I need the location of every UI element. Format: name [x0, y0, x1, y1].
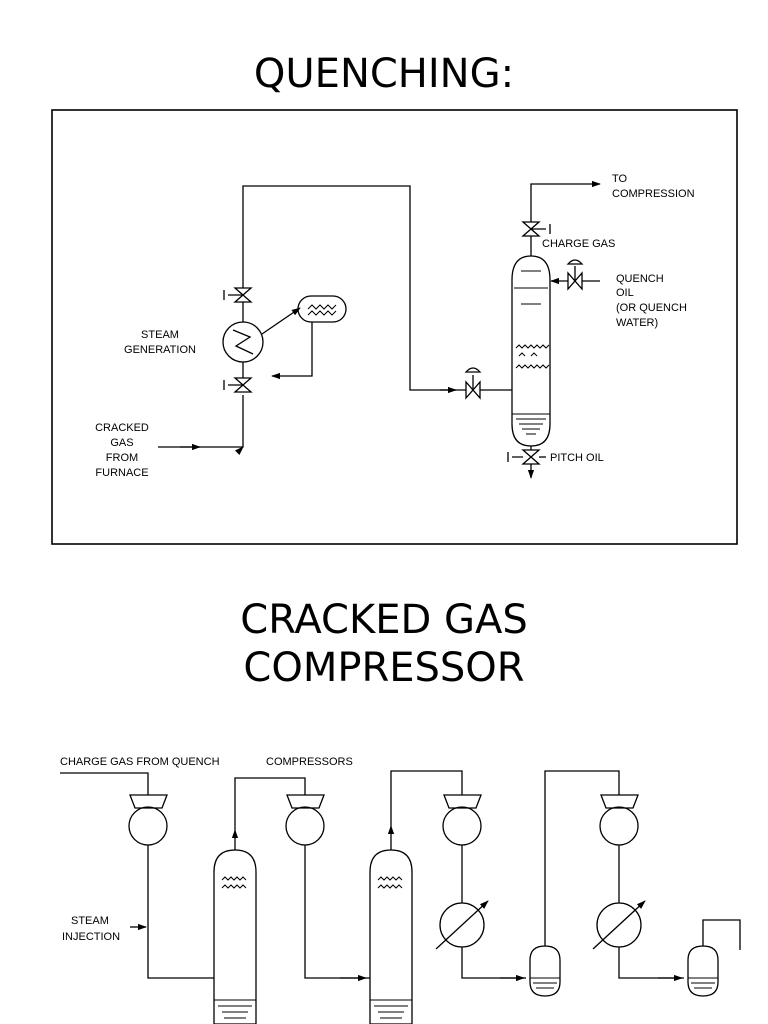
knockout-drum-1-icon — [529, 945, 561, 997]
interstage-drum-2-icon — [369, 849, 413, 1024]
quench-tower-icon — [511, 255, 551, 447]
quench-oil-label-3: (OR QUENCH — [616, 302, 687, 314]
cracked-gas-label-4: FURNACE — [95, 467, 148, 479]
compressors-label: COMPRESSORS — [266, 756, 353, 768]
stage-1-discharge-line — [147, 845, 214, 979]
cracked-gas-label-2: GAS — [110, 437, 133, 449]
quench-oil-label-2: OIL — [616, 287, 634, 299]
to-compression-label-1: TO — [612, 173, 628, 185]
cooler-2-outlet-line — [618, 947, 684, 979]
to-compression-line — [530, 180, 601, 222]
tower-inlet-valve-icon — [464, 367, 482, 400]
steam-generation-label-1: STEAM — [141, 329, 179, 341]
compressor-3-icon — [442, 794, 482, 846]
knockout-drum-2-icon — [687, 945, 719, 997]
pitch-oil-label: PITCH OIL — [550, 452, 604, 464]
cooler-2-icon — [592, 900, 646, 950]
steam-drum-icon — [297, 295, 347, 323]
compressor-2-icon — [285, 794, 325, 846]
steam-riser-line — [261, 307, 301, 335]
stage-2-discharge-line — [304, 845, 370, 979]
compressor-title-line2: COMPRESSOR — [243, 645, 525, 684]
overhead-valve-icon — [521, 221, 551, 237]
quench-oil-label-4: WATER) — [616, 317, 658, 329]
drum-2-to-compressor-3-line — [390, 770, 463, 826]
quenching-title: QUENCHING: — [253, 51, 515, 97]
cooler-1-icon — [435, 900, 489, 950]
to-compression-label-2: COMPRESSION — [612, 188, 695, 200]
quench-oil-valve-icon — [566, 259, 584, 291]
steam-injection-label-1: STEAM — [71, 915, 109, 927]
drum-1-to-compressor-2-line — [234, 777, 306, 830]
gas-transfer-line — [242, 185, 466, 391]
compressor-title-line1: CRACKED GAS — [240, 597, 528, 643]
compressor-4-icon — [599, 794, 639, 846]
drum-4-overhead-line — [702, 919, 741, 950]
pitch-oil-valve-icon — [507, 449, 541, 465]
quench-diagram: TO COMPRESSION CHARGE GAS QUENCH OIL (OR… — [51, 109, 738, 545]
quench-diagram-frame — [51, 109, 738, 545]
cracked-gas-label-3: FROM — [106, 452, 138, 464]
charge-gas-feed-line — [60, 772, 149, 795]
steam-injection-label-2: INJECTION — [62, 931, 120, 943]
charge-gas-from-quench-label: CHARGE GAS FROM QUENCH — [60, 756, 220, 768]
cooler-1-outlet-line — [461, 947, 526, 979]
compressor-1-icon — [128, 794, 168, 846]
drum-3-to-compressor-4-line — [544, 770, 620, 946]
quench-oil-label-1: QUENCH — [616, 273, 664, 285]
boiler-feed-return-line — [271, 322, 313, 380]
compressor-title-clip: CRACKED GAS COMPRESSOR — [0, 596, 768, 684]
cracked-gas-label-1: CRACKED — [95, 422, 149, 434]
upper-valve-icon — [223, 287, 253, 303]
interstage-drum-1-icon — [213, 849, 257, 1024]
lower-valve-icon — [223, 377, 253, 393]
compressor-diagram: CHARGE GAS FROM QUENCH COMPRESSORS STEAM… — [60, 756, 741, 1024]
steam-generation-label-2: GENERATION — [124, 344, 196, 356]
charge-gas-label: CHARGE GAS — [542, 238, 615, 250]
